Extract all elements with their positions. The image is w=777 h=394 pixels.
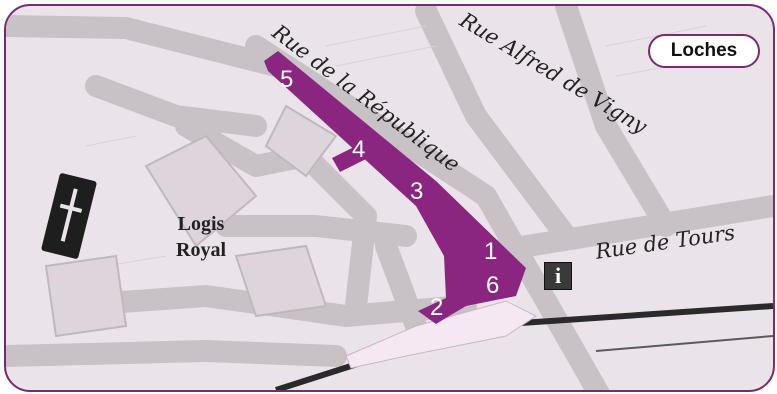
route-marker-6: 6 [486,272,500,299]
rail-line-lower [595,335,773,352]
town-title: Loches [648,34,760,68]
poi-logis-royal-line2: Royal [176,239,226,261]
poi-logis-royal: Logis Royal [156,211,246,263]
route-path [264,51,526,324]
building-blocks [44,104,338,338]
route-marker-2: 2 [430,294,444,321]
route-marker-3: 3 [410,178,424,205]
route-branch [332,136,384,172]
plaza-area [345,300,537,369]
route-marker-5: 5 [280,66,294,93]
map-frame: Loches Rue de la République Rue Alfred d… [4,4,775,392]
info-icon: i [544,262,572,290]
route-marker-1: 1 [484,238,498,265]
route-marker-4: 4 [352,136,366,163]
map-canvas [6,6,773,390]
poi-logis-royal-line1: Logis [177,213,225,235]
